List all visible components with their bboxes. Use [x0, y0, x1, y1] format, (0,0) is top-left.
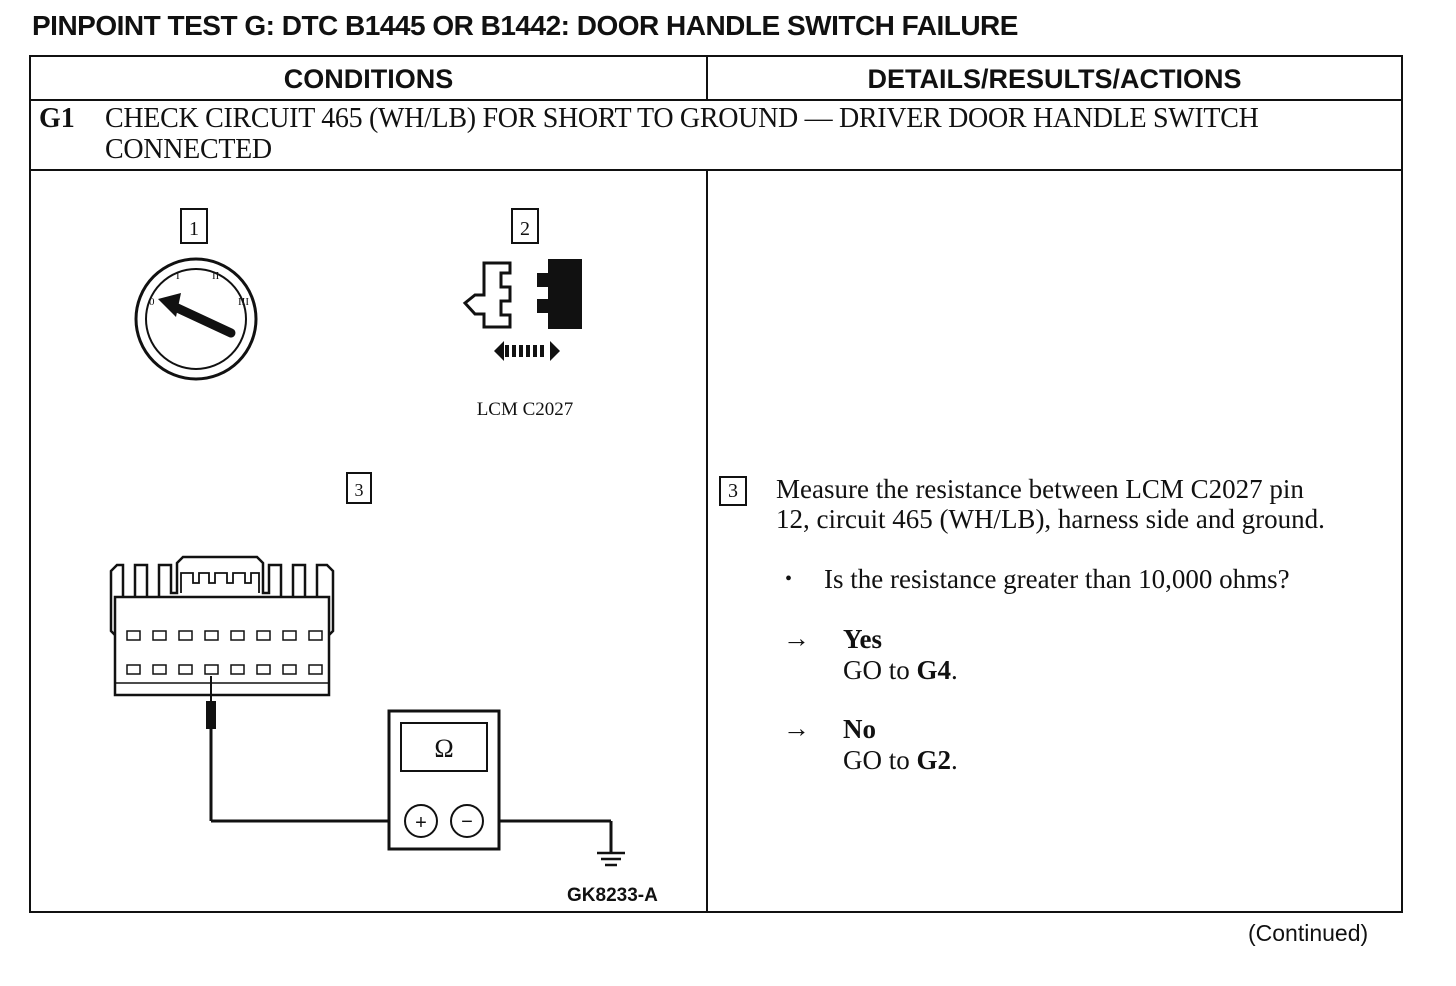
ignition-position-3: III: [238, 296, 249, 308]
lcm-connector-icon: [109, 555, 335, 697]
step-box-3-number: 3: [355, 480, 364, 500]
details-header: DETAILS/RESULTS/ACTIONS: [867, 64, 1242, 94]
figure-id: GK8233-A: [567, 885, 658, 906]
no-arrow: →: [783, 713, 810, 743]
header-divider: [31, 99, 1401, 101]
step-box-3: [346, 472, 372, 504]
details-step-box: 3: [719, 476, 747, 506]
continued-note: (Continued): [1248, 920, 1369, 946]
ground-icon: [597, 851, 625, 867]
conditions-diagram: 1 0 I II III 2 LCM C2027: [109, 208, 658, 906]
test-lead-icon: [206, 676, 613, 853]
step-box-1: [180, 208, 208, 244]
yes-label: Yes: [843, 624, 882, 654]
question-bullet: •: [785, 568, 793, 590]
step-title-divider: [31, 169, 1401, 171]
connector-disconnect-icon: [462, 259, 582, 361]
step-title: CHECK CIRCUIT 465 (WH/LB) FOR SHORT TO G…: [105, 103, 1259, 165]
page-title: PINPOINT TEST G: DTC B1445 OR B1442: DOO…: [32, 10, 1018, 41]
step-box-2-number: 2: [520, 218, 530, 240]
no-action: GO to G2.: [843, 745, 958, 775]
no-label: No: [843, 714, 876, 744]
yes-period: .: [951, 655, 958, 685]
step-title-row: G1 CHECK CIRCUIT 465 (WH/LB) FOR SHORT T…: [31, 101, 1401, 169]
ohm-symbol: Ω: [434, 734, 453, 763]
question-text: Is the resistance greater than 10,000 oh…: [824, 564, 1290, 594]
yes-action: GO to G4.: [843, 655, 958, 685]
no-period: .: [951, 745, 958, 775]
conditions-header: CONDITIONS: [283, 64, 454, 94]
ohmmeter-icon: Ω + −: [387, 709, 501, 851]
ignition-position-0: 0: [149, 296, 155, 308]
step-id: G1: [39, 103, 75, 134]
meter-plus-terminal: [404, 804, 438, 838]
no-action-prefix: GO to: [843, 745, 917, 775]
step-box-1-number: 1: [189, 218, 199, 240]
minus-sign: −: [461, 811, 473, 833]
no-target-link[interactable]: G2: [916, 745, 952, 775]
ignition-position-2: II: [212, 270, 220, 282]
yes-target-link[interactable]: G4: [916, 655, 952, 685]
instruction-line-2: 12, circuit 465 (WH/LB), harness side an…: [776, 504, 1325, 534]
pinpoint-test-table: CONDITIONS DETAILS/RESULTS/ACTIONS G1 CH…: [29, 55, 1403, 913]
ignition-position-1: I: [176, 270, 180, 282]
yes-arrow: →: [783, 623, 810, 653]
meter-minus-terminal: [450, 804, 484, 838]
connector-label: LCM C2027: [477, 399, 574, 420]
ignition-switch-icon: 0 I II III: [134, 257, 258, 381]
plus-sign: +: [415, 812, 427, 834]
step-box-2: [511, 208, 539, 244]
instruction-line-1: Measure the resistance between LCM C2027…: [776, 474, 1304, 504]
yes-action-prefix: GO to: [843, 655, 917, 685]
column-divider: [706, 57, 708, 911]
